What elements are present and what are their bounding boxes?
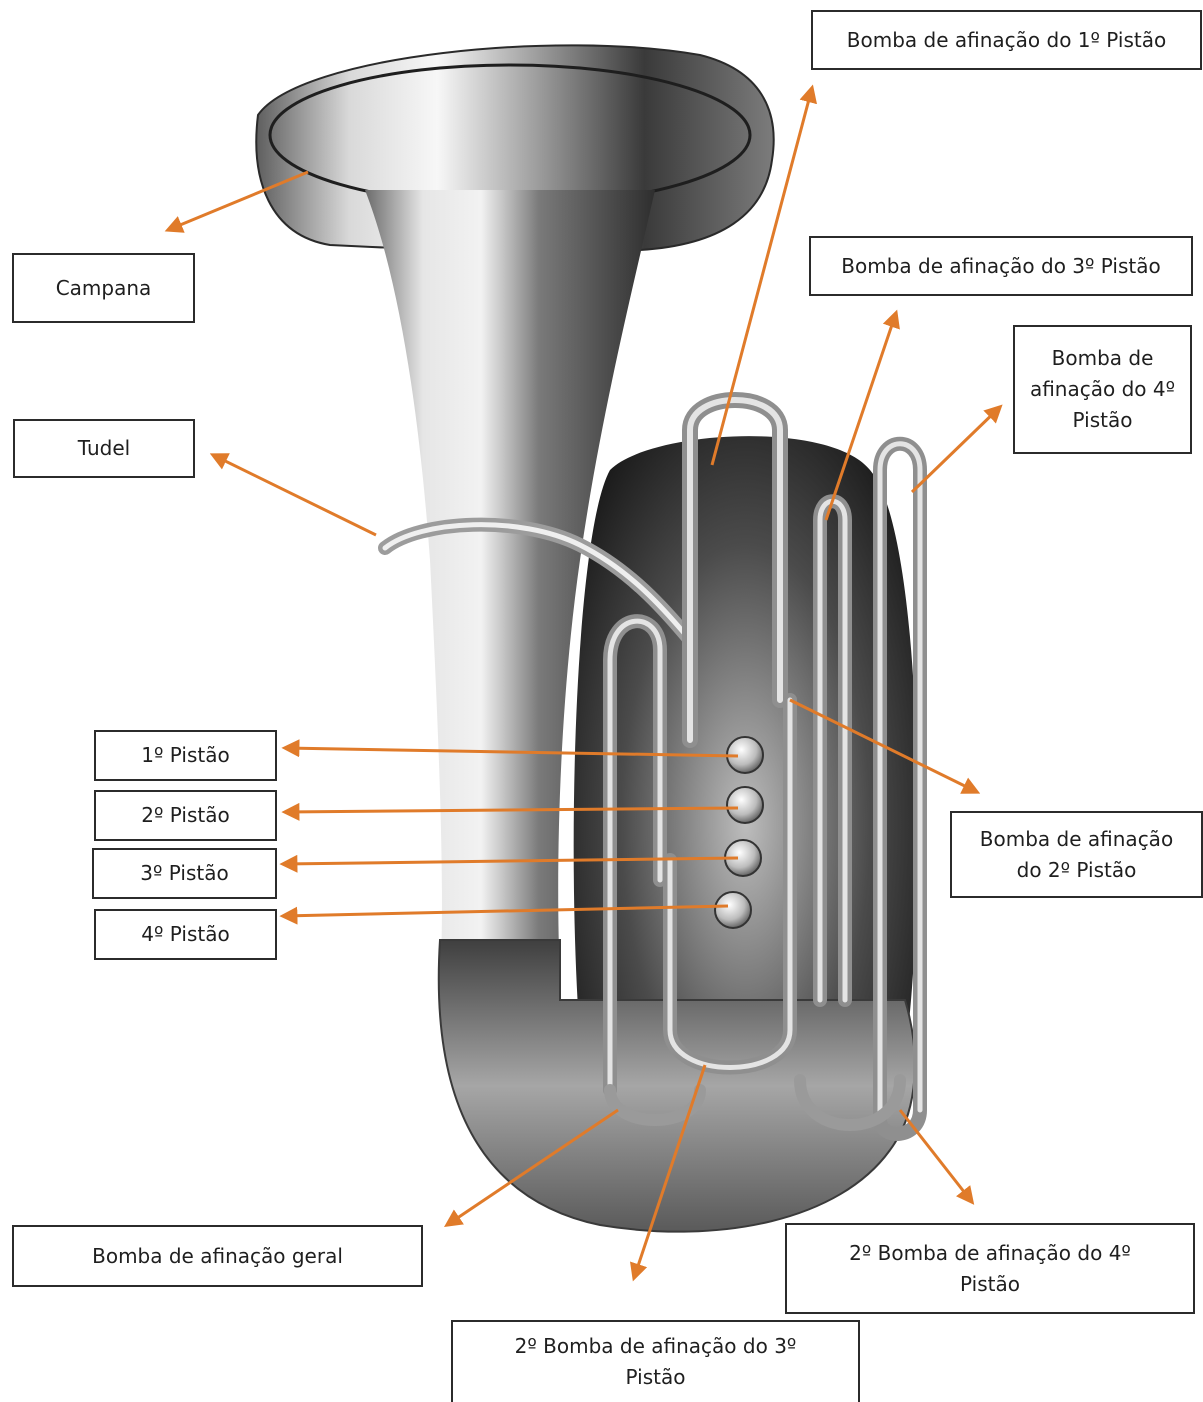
- label-pistao-4-text: 4º Pistão: [141, 919, 229, 950]
- label-campana: Campana: [12, 253, 195, 323]
- label-tudel: Tudel: [13, 419, 195, 478]
- label-bomba-2-pistao: Bomba de afinação do 2º Pistão: [950, 811, 1203, 898]
- label-2-bomba-4-pistao: 2º Bomba de afinação do 4º Pistão: [785, 1223, 1195, 1314]
- label-bomba-1-pistao-text: Bomba de afinação do 1º Pistão: [847, 25, 1166, 56]
- label-bomba-geral-text: Bomba de afinação geral: [92, 1241, 343, 1272]
- label-bomba-1-pistao: Bomba de afinação do 1º Pistão: [811, 10, 1202, 70]
- label-bomba-4-pistao-text: Bomba de afinação do 4º Pistão: [1029, 343, 1176, 436]
- label-pistao-1-text: 1º Pistão: [141, 740, 229, 771]
- label-bomba-3-pistao: Bomba de afinação do 3º Pistão: [809, 236, 1193, 296]
- arrow-bomba4: [912, 407, 1000, 492]
- label-pistao-4: 4º Pistão: [94, 909, 277, 960]
- label-tudel-text: Tudel: [78, 433, 130, 464]
- label-2-bomba-3-pistao-text: 2º Bomba de afinação do 3º Pistão: [503, 1331, 808, 1393]
- label-2-bomba-4-pistao-text: 2º Bomba de afinação do 4º Pistão: [827, 1238, 1153, 1300]
- label-bomba-4-pistao: Bomba de afinação do 4º Pistão: [1013, 325, 1192, 454]
- label-2-bomba-3-pistao: 2º Bomba de afinação do 3º Pistão: [451, 1320, 860, 1402]
- arrow-bomba4-2: [900, 1110, 972, 1202]
- label-bomba-3-pistao-text: Bomba de afinação do 3º Pistão: [841, 251, 1160, 282]
- tuba-illustration: [256, 45, 920, 1231]
- label-pistao-3: 3º Pistão: [92, 848, 277, 899]
- label-pistao-1: 1º Pistão: [94, 730, 277, 781]
- label-pistao-2: 2º Pistão: [94, 790, 277, 841]
- arrow-tudel: [213, 455, 376, 535]
- label-pistao-3-text: 3º Pistão: [140, 858, 228, 889]
- label-pistao-2-text: 2º Pistão: [141, 800, 229, 831]
- label-bomba-2-pistao-text: Bomba de afinação do 2º Pistão: [970, 824, 1183, 886]
- label-bomba-geral: Bomba de afinação geral: [12, 1225, 423, 1287]
- label-campana-text: Campana: [56, 273, 152, 304]
